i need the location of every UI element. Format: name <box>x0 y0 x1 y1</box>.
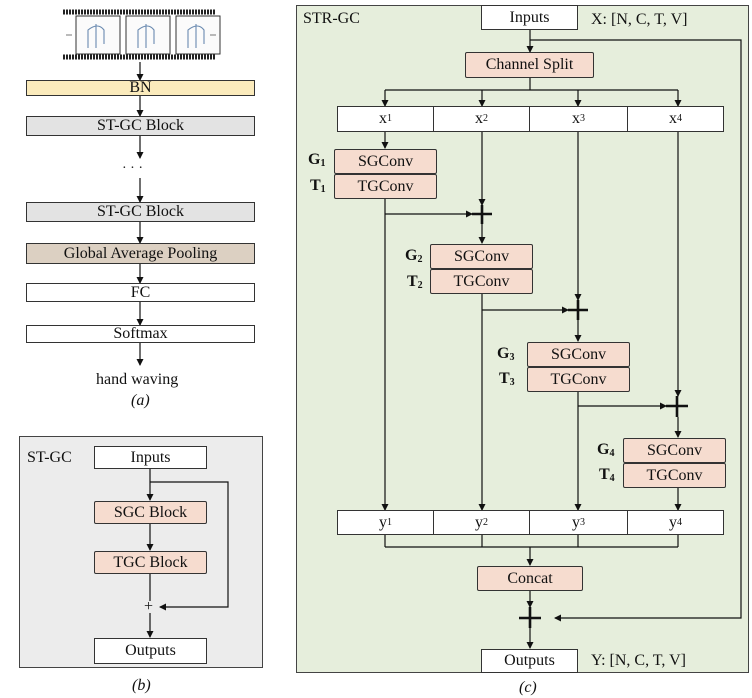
t4-label: T4 <box>599 467 615 484</box>
channel-split: Channel Split <box>465 52 594 78</box>
g1-label: G1 <box>308 152 325 169</box>
output-shape: Y: [N, C, T, V] <box>591 653 686 669</box>
panel-c-inputs: Inputs <box>481 5 578 30</box>
tgconv-1: TGConv <box>334 174 437 199</box>
tgconv-4: TGConv <box>623 463 726 488</box>
sgconv-1: SGConv <box>334 149 437 174</box>
panel-c-outputs: Outputs <box>481 649 578 673</box>
tgconv-2: TGConv <box>430 269 533 294</box>
panel-c-title: STR-GC <box>303 11 360 27</box>
sgconv-3: SGConv <box>527 342 630 367</box>
g4-label: G4 <box>597 442 614 459</box>
concat: Concat <box>477 566 583 591</box>
sgconv-2: SGConv <box>430 244 533 269</box>
sgconv-4: SGConv <box>623 438 726 463</box>
t2-label: T2 <box>407 274 423 291</box>
t3-label: T3 <box>499 371 515 388</box>
input-shape: X: [N, C, T, V] <box>591 12 687 28</box>
caption-c: (c) <box>519 680 537 696</box>
g3-label: G3 <box>497 346 514 363</box>
tgconv-3: TGConv <box>527 367 630 392</box>
t1-label: T1 <box>310 178 326 195</box>
g2-label: G2 <box>405 248 422 265</box>
